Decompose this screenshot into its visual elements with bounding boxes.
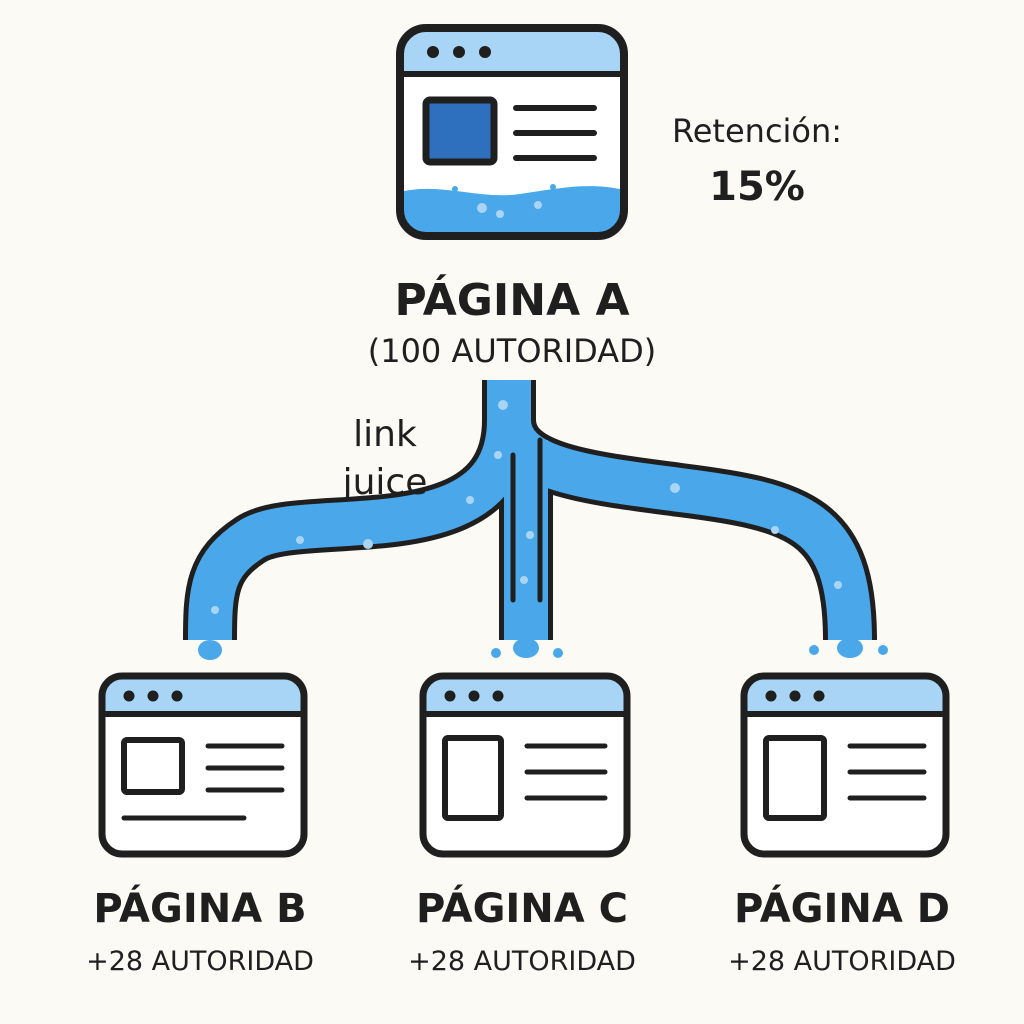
page-d-header-bar bbox=[744, 676, 946, 714]
page-d-image-placeholder bbox=[763, 735, 827, 821]
page-a-text-lines bbox=[513, 105, 597, 161]
page-a-title: PÁGINA A bbox=[395, 273, 630, 326]
page-c-header-bar bbox=[423, 676, 627, 714]
page-d-title: PÁGINA D bbox=[734, 884, 950, 932]
page-a-image-placeholder bbox=[422, 96, 498, 166]
link-juice-pipes bbox=[183, 380, 888, 660]
pipe-bubbles bbox=[211, 400, 842, 614]
page-b-authority: +28 AUTORIDAD bbox=[86, 946, 314, 977]
retention-value: 15% bbox=[709, 164, 805, 210]
retention-label: Retención: bbox=[672, 112, 842, 150]
flow-label-line2: juice bbox=[342, 462, 428, 503]
page-c-window bbox=[419, 672, 631, 858]
page-a-window bbox=[396, 24, 628, 240]
flow-label-line1: link bbox=[353, 414, 417, 455]
page-c-authority: +28 AUTORIDAD bbox=[408, 946, 636, 977]
page-a-authority: (100 AUTORIDAD) bbox=[368, 332, 657, 370]
page-b-image-placeholder bbox=[121, 737, 185, 795]
pipe-left bbox=[188, 418, 531, 641]
page-d-window bbox=[740, 672, 950, 858]
page-a-liquid bbox=[400, 186, 624, 236]
page-a-window-dots bbox=[427, 46, 491, 58]
juice-drops bbox=[198, 638, 888, 660]
page-c-image-placeholder bbox=[442, 735, 504, 821]
page-b-window bbox=[98, 672, 308, 858]
page-b-header-bar bbox=[102, 676, 304, 714]
pipe-right bbox=[487, 417, 872, 641]
page-b-title: PÁGINA B bbox=[93, 884, 306, 932]
page-c-title: PÁGINA C bbox=[416, 884, 628, 932]
page-d-authority: +28 AUTORIDAD bbox=[728, 946, 956, 977]
